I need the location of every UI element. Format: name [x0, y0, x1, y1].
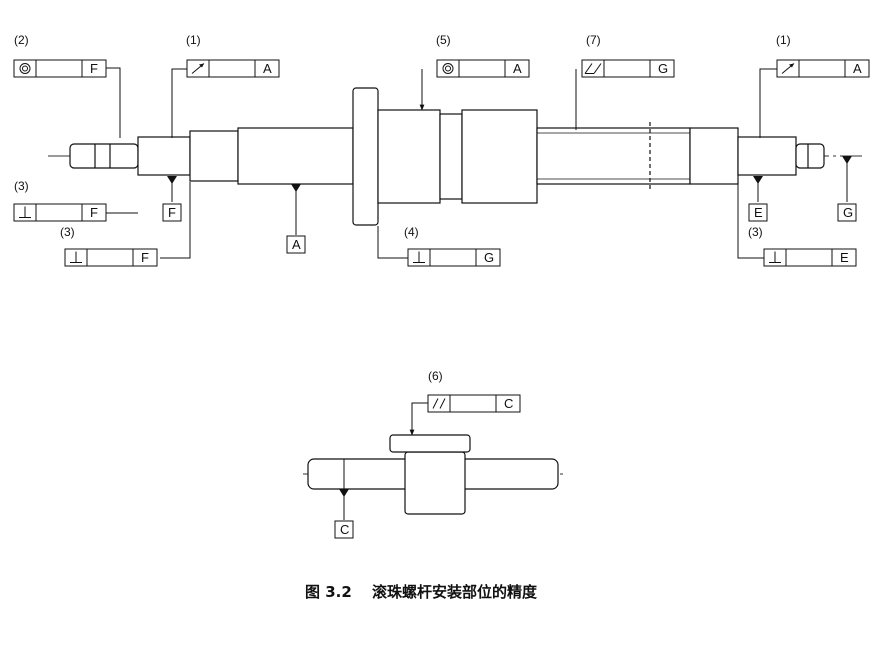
frame-datum: F [90, 61, 98, 76]
frame-note: (1) [186, 33, 201, 47]
perpendicularity-icon [70, 251, 82, 263]
tolerance-frame-f3c: E (3) [748, 225, 857, 267]
frame-note: (5) [436, 33, 451, 47]
datum-letter: F [168, 205, 176, 220]
datum-letter: C [340, 522, 349, 537]
frame-note: (1) [776, 33, 791, 47]
leader-lines [105, 67, 848, 259]
nut-assembly [307, 434, 559, 515]
perpendicularity-icon [19, 206, 31, 218]
frame-note: (3) [60, 225, 75, 239]
tolerance-frame-f2: F (2) [13, 33, 107, 78]
frame-note: (2) [14, 33, 29, 47]
datum-box-C: C [334, 520, 354, 539]
frame-datum: C [504, 396, 513, 411]
ball-screw-shaft [69, 87, 825, 226]
frame-datum: A [263, 61, 272, 76]
figure-label: 图 3.2 [305, 583, 352, 601]
tolerance-frame-f6: C (6) [427, 369, 521, 413]
tolerance-frame-f1a: A (1) [186, 33, 280, 78]
perpendicularity-icon [769, 251, 781, 263]
datum-letter: A [292, 237, 301, 252]
tolerance-frame-f7: G (7) [581, 33, 675, 78]
total-runout-icon [584, 63, 602, 74]
perpendicularity-icon [413, 251, 425, 263]
tolerance-frame-f4: G (4) [404, 225, 501, 267]
circular-runout-icon [781, 63, 795, 74]
datum-box-G: G [837, 203, 857, 222]
datum-box-F: F [162, 203, 182, 222]
tolerance-frame-f1b: A (1) [776, 33, 870, 78]
tolerance-frame-f3a: F (3) [13, 179, 107, 222]
frame-note: (4) [404, 225, 419, 239]
frame-note: (3) [748, 225, 763, 239]
frame-datum: G [484, 250, 494, 265]
parallelism-icon [432, 398, 446, 409]
datum-triangles [167, 156, 852, 192]
datum-letter: E [754, 205, 763, 220]
datum-letter: G [843, 205, 853, 220]
frame-datum: A [513, 61, 522, 76]
frame-datum: F [90, 205, 98, 220]
frame-datum: A [853, 61, 862, 76]
concentricity-icon [19, 63, 31, 74]
frame-note: (7) [586, 33, 601, 47]
frame-datum: F [141, 250, 149, 265]
tolerance-frame-f5: A (5) [436, 33, 530, 78]
frame-note: (3) [14, 179, 29, 193]
frame-datum: G [658, 61, 668, 76]
concentricity-icon [442, 63, 454, 74]
tolerance-frame-f3b: F (3) [60, 225, 158, 267]
frame-datum: E [840, 250, 849, 265]
figure-caption: 滚珠螺杆安装部位的精度 [372, 583, 538, 601]
datum-box-E: E [748, 203, 768, 222]
circular-runout-icon [191, 63, 205, 74]
datum-box-A: A [286, 235, 306, 254]
frame-note: (6) [428, 369, 443, 383]
